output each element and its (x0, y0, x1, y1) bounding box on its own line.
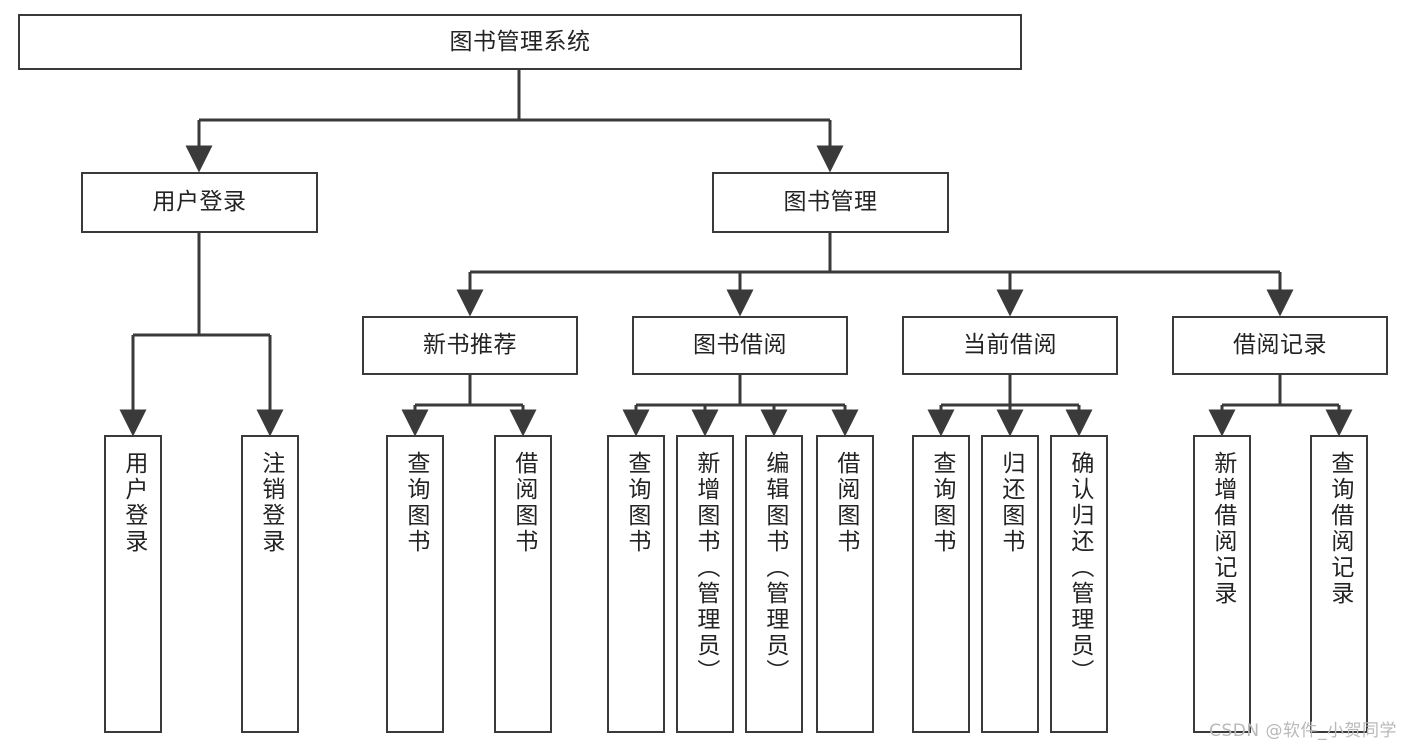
node-current-borrow-label: 当前借阅 (963, 332, 1057, 359)
node-new-book-recommend-label: 新书推荐 (423, 332, 517, 359)
node-leaf-user-login-label: 用户登录 (120, 451, 147, 555)
node-leaf-logout-login-label: 注销登录 (257, 451, 284, 555)
node-borrow-record[interactable]: 借阅记录 (1172, 316, 1388, 375)
node-leaf-borrow-book-recommend-label: 借阅图书 (510, 451, 537, 555)
csdn-watermark: CSDN @软件_小贺同学 (1209, 721, 1397, 741)
node-leaf-user-login[interactable]: 用户登录 (104, 435, 162, 733)
node-leaf-edit-book[interactable]: 编辑图书（管理员） (745, 435, 803, 733)
edge-group-current-borrow (927, 375, 1093, 437)
node-leaf-add-borrow-record[interactable]: 新增借阅记录 (1193, 435, 1251, 733)
node-leaf-query-book-current[interactable]: 查询图书 (912, 435, 970, 733)
node-leaf-edit-book-label: 编辑图书（管理员） (761, 451, 788, 685)
node-user-login-label: 用户登录 (152, 189, 247, 216)
node-current-borrow[interactable]: 当前借阅 (902, 316, 1118, 375)
node-leaf-query-book-borrow[interactable]: 查询图书 (607, 435, 665, 733)
node-leaf-borrow-book-recommend[interactable]: 借阅图书 (494, 435, 552, 733)
node-leaf-add-book[interactable]: 新增图书（管理员） (676, 435, 734, 733)
node-leaf-query-book-recommend[interactable]: 查询图书 (386, 435, 444, 733)
edge-group-user-login (119, 233, 284, 437)
edge-group-book-manage (456, 233, 1294, 317)
node-user-login[interactable]: 用户登录 (81, 172, 318, 233)
node-leaf-confirm-return[interactable]: 确认归还（管理员） (1050, 435, 1108, 733)
node-leaf-borrow-book[interactable]: 借阅图书 (816, 435, 874, 733)
node-root-label: 图书管理系统 (449, 28, 591, 55)
node-borrow-record-label: 借阅记录 (1233, 332, 1327, 359)
node-new-book-recommend[interactable]: 新书推荐 (362, 316, 578, 375)
node-book-borrow[interactable]: 图书借阅 (632, 316, 848, 375)
node-leaf-query-borrow-record-label: 查询借阅记录 (1326, 451, 1353, 607)
node-root-book-management-system[interactable]: 图书管理系统 (18, 14, 1022, 70)
node-leaf-query-book-borrow-label: 查询图书 (623, 451, 650, 555)
node-book-borrow-label: 图书借阅 (693, 332, 787, 359)
edge-group-root (185, 70, 844, 173)
node-leaf-query-book-current-label: 查询图书 (928, 451, 955, 555)
node-leaf-query-borrow-record[interactable]: 查询借阅记录 (1310, 435, 1368, 733)
node-leaf-borrow-book-label: 借阅图书 (832, 451, 859, 555)
node-leaf-return-book-label: 归还图书 (997, 451, 1024, 555)
node-leaf-logout-login[interactable]: 注销登录 (241, 435, 299, 733)
edge-group-new-book-recommend (401, 375, 537, 437)
node-leaf-query-book-recommend-label: 查询图书 (402, 451, 429, 555)
node-book-management-label: 图书管理 (783, 189, 878, 216)
node-leaf-add-book-label: 新增图书（管理员） (692, 451, 719, 685)
node-leaf-confirm-return-label: 确认归还（管理员） (1066, 451, 1093, 685)
node-leaf-add-borrow-record-label: 新增借阅记录 (1209, 451, 1236, 607)
node-book-management[interactable]: 图书管理 (712, 172, 949, 233)
node-leaf-return-book[interactable]: 归还图书 (981, 435, 1039, 733)
edge-group-borrow-record (1208, 375, 1353, 437)
edge-group-book-borrow (622, 375, 859, 437)
